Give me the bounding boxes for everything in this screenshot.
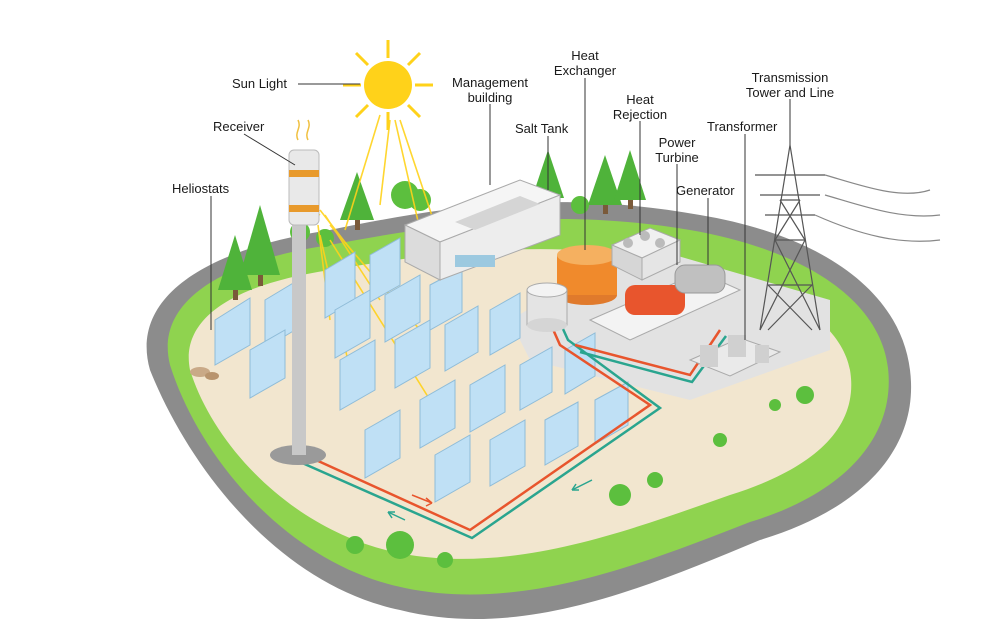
heliostat xyxy=(469,364,506,433)
heliostat xyxy=(384,274,421,343)
label-transmission-tower: Transmission Tower and Line xyxy=(745,70,835,100)
label-heliostats: Heliostats xyxy=(172,181,230,196)
flow-arrows xyxy=(387,479,593,521)
heat-exchanger-tank xyxy=(557,245,617,305)
label-receiver: Receiver xyxy=(213,119,265,134)
label-management-building: Management building xyxy=(452,75,528,105)
rocks xyxy=(190,367,219,380)
tree xyxy=(340,172,374,230)
heliostat xyxy=(369,237,401,303)
heliostat xyxy=(434,434,471,503)
heliostat xyxy=(364,409,401,479)
salt-tank xyxy=(526,282,568,332)
tree xyxy=(614,150,646,209)
heliostat xyxy=(394,319,431,389)
label-heat-rejection: Heat Rejection xyxy=(612,92,668,122)
heliostat xyxy=(519,346,553,411)
transmission-tower xyxy=(755,144,941,331)
heliostat xyxy=(489,419,526,487)
heliostat xyxy=(339,339,376,411)
receiver-tower xyxy=(270,119,326,465)
heliostat xyxy=(544,401,579,466)
transformer xyxy=(688,335,782,377)
tree xyxy=(218,235,252,300)
label-generator: Generator xyxy=(676,183,735,198)
heat-rejection-unit xyxy=(610,227,682,281)
heliostat xyxy=(444,305,479,372)
heliostat xyxy=(489,292,521,356)
label-power-turbine: Power Turbine xyxy=(655,135,699,165)
label-salt-tank: Salt Tank xyxy=(515,121,569,136)
label-transformer: Transformer xyxy=(707,119,778,134)
leader-lines xyxy=(210,78,791,340)
heliostat xyxy=(334,289,371,359)
tree xyxy=(240,205,280,286)
heliostat xyxy=(214,297,251,366)
management-building xyxy=(403,179,562,281)
heliostat xyxy=(249,329,286,399)
tree xyxy=(588,155,622,214)
heliostat xyxy=(594,381,629,445)
sun-icon xyxy=(343,40,433,130)
heliostat xyxy=(419,379,456,449)
heliostat-field xyxy=(214,237,629,503)
label-sun-light: Sun Light xyxy=(232,76,287,91)
power-turbine xyxy=(588,264,742,341)
label-heat-exchanger: Heat Exchanger xyxy=(553,48,617,78)
